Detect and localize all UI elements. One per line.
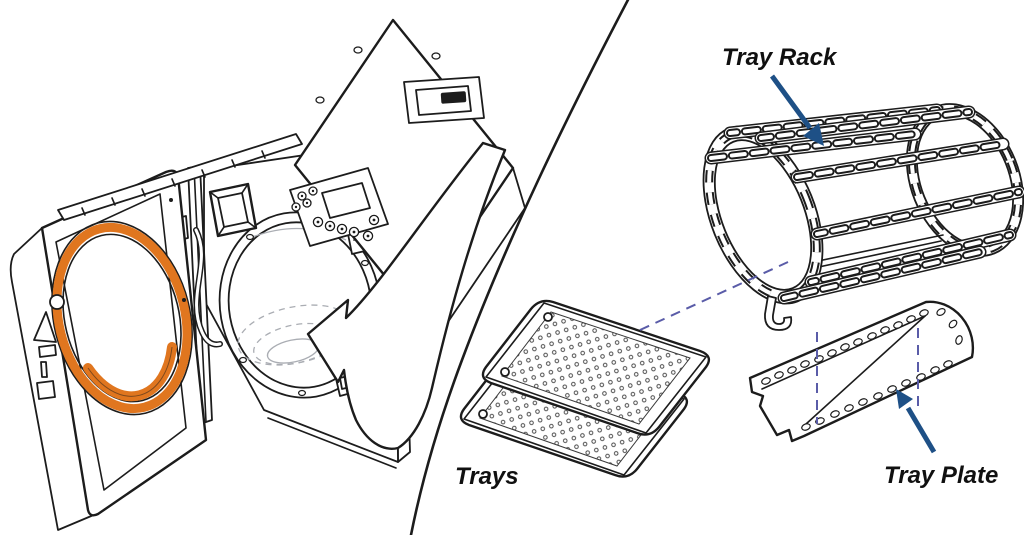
tray-plate-arrowhead-icon: [896, 389, 913, 409]
callout-trays: Trays: [455, 463, 519, 490]
tray-plate-holes: [761, 307, 963, 431]
label-tray-rack: Tray Rack: [722, 44, 838, 71]
rack-slotted-rails: [704, 103, 1024, 305]
assembly-guide-lines: [639, 261, 919, 424]
label-tray-plate: Tray Plate: [884, 462, 998, 489]
trays-illustration: [459, 299, 711, 478]
tray-rack-arrowhead-icon: [803, 123, 824, 146]
magnifier-arc: [409, 0, 630, 535]
door-symbol-column: [33, 198, 186, 400]
control-panel: [289, 167, 389, 247]
door-gasket: [51, 220, 193, 416]
printer-hatch: [403, 76, 485, 124]
door-handle-pocket: [208, 182, 258, 238]
lcd-display: [321, 182, 371, 219]
rack-hook: [764, 295, 793, 331]
insert-direction-arrow: [306, 141, 507, 450]
open-door: [9, 169, 208, 531]
label-trays: Trays: [455, 463, 519, 490]
tray-plate-callout-arrow: [905, 406, 937, 454]
callout-tray-rack: Tray Rack: [722, 44, 838, 146]
callout-tray-plate: Tray Plate: [884, 389, 998, 489]
door-hole: [49, 294, 65, 310]
top-rail: [57, 133, 303, 221]
button-dots: [294, 189, 376, 238]
printer-paper-slot: [440, 91, 467, 104]
tray-rack-illustration: [702, 103, 1024, 331]
autoclave-illustration: [9, 18, 526, 531]
tray-rack-callout-arrow: [769, 74, 813, 130]
warning-triangle-icon: [33, 311, 57, 343]
